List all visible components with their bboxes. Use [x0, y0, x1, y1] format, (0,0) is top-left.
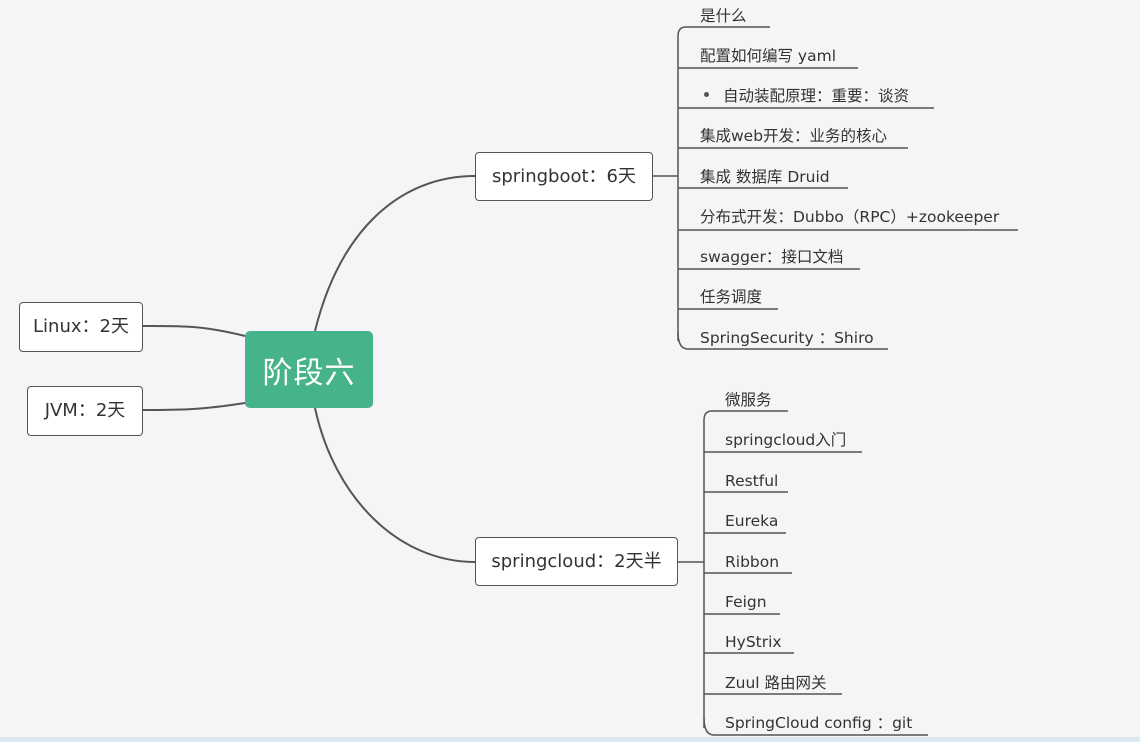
link-center-jvm [141, 402, 246, 411]
springboot-item-label: 自动装配原理：重要：谈资 [723, 87, 910, 105]
link-center-springcloud [314, 407, 476, 563]
springboot-item[interactable]: 集成web开发：业务的核心 [700, 127, 888, 145]
springcloud-bracket [678, 410, 928, 736]
springcloud-item[interactable]: Zuul 路由网关 [725, 674, 827, 692]
springboot-item[interactable]: 自动装配原理：重要：谈资 [704, 87, 910, 105]
branch-jvm[interactable]: JVM：2天 [27, 386, 143, 436]
springcloud-item-label: HyStrix [725, 633, 782, 651]
springboot-item[interactable]: 配置如何编写 yaml [700, 47, 837, 65]
springboot-item[interactable]: 是什么 [700, 7, 747, 25]
branch-springcloud[interactable]: springcloud：2天半 [475, 537, 678, 586]
branch-springboot[interactable]: springboot：6天 [475, 152, 653, 201]
springboot-bracket [653, 26, 1018, 350]
springboot-item[interactable]: swagger：接口文档 [700, 248, 844, 266]
springcloud-item-label: Ribbon [725, 553, 780, 571]
springcloud-item[interactable]: 微服务 [725, 391, 772, 409]
springboot-item-label: SpringSecurity ：Shiro [700, 329, 874, 347]
springboot-item-label: 任务调度 [700, 288, 763, 306]
springboot-item[interactable]: 分布式开发：Dubbo（RPC）+zookeeper [700, 208, 1000, 226]
springcloud-item[interactable]: Eureka [725, 512, 779, 530]
springboot-item-label: 集成 数据库 Druid [700, 168, 830, 186]
springcloud-item-label: springcloud入门 [725, 431, 847, 449]
springcloud-item-label: Zuul 路由网关 [725, 674, 827, 692]
springcloud-item[interactable]: Ribbon [725, 553, 780, 571]
springboot-item[interactable]: 任务调度 [700, 288, 763, 306]
springcloud-item-label: Eureka [725, 512, 779, 530]
bottom-scroll-strip [0, 737, 1140, 742]
springboot-item[interactable]: SpringSecurity ：Shiro [700, 329, 874, 347]
springboot-item[interactable]: 集成 数据库 Druid [700, 168, 830, 186]
springboot-item-label: 集成web开发：业务的核心 [700, 127, 888, 145]
springcloud-item-label: Restful [725, 472, 779, 490]
springcloud-item-label: Feign [725, 593, 767, 611]
link-center-linux [141, 324, 246, 337]
springcloud-item[interactable]: SpringCloud config ：git [725, 714, 913, 732]
springboot-item-label: 是什么 [700, 7, 747, 25]
springcloud-item[interactable]: Restful [725, 472, 779, 490]
springcloud-item[interactable]: HyStrix [725, 633, 782, 651]
springcloud-item[interactable]: Feign [725, 593, 767, 611]
bullet-icon [704, 92, 709, 97]
springcloud-item-label: SpringCloud config ：git [725, 714, 913, 732]
branch-springcloud-label: springcloud：2天半 [491, 550, 662, 572]
branch-linux[interactable]: Linux：2天 [19, 302, 143, 352]
link-center-springboot [314, 175, 476, 332]
central-topic-label: 阶段六 [262, 355, 356, 391]
springcloud-item[interactable]: springcloud入门 [725, 431, 847, 449]
springboot-item-label: 配置如何编写 yaml [700, 47, 837, 65]
branch-springboot-label: springboot：6天 [492, 165, 636, 187]
branch-jvm-label: JVM：2天 [44, 400, 126, 421]
central-topic[interactable]: 阶段六 [245, 331, 373, 408]
springboot-item-label: 分布式开发：Dubbo（RPC）+zookeeper [700, 208, 1000, 226]
branch-linux-label: Linux：2天 [33, 316, 129, 337]
springboot-item-label: swagger：接口文档 [700, 248, 844, 266]
springcloud-item-label: 微服务 [725, 391, 772, 409]
